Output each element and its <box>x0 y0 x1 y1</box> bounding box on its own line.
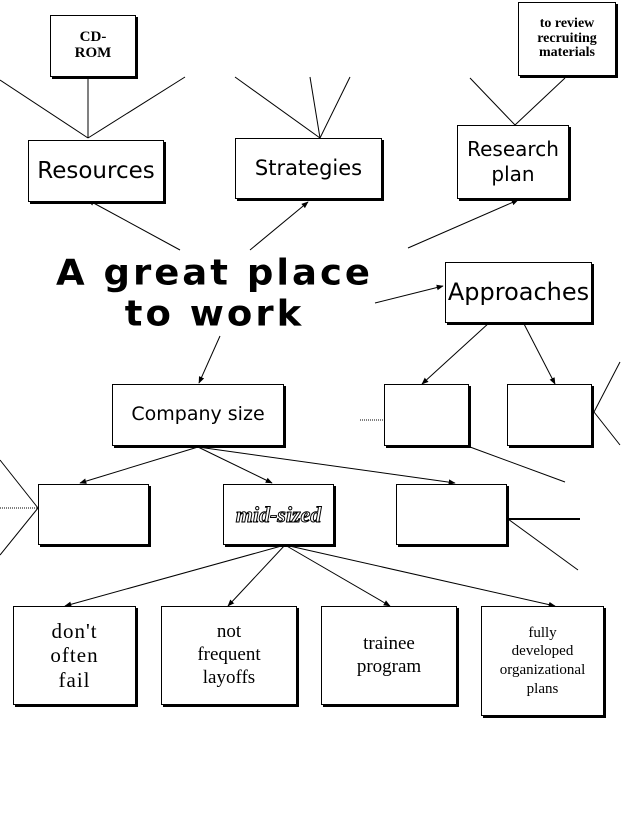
node-mid-sized[interactable]: mid-sized <box>223 484 334 545</box>
node-research-plan-label: Research plan <box>467 137 559 186</box>
arrow-center-to-resources <box>87 199 181 251</box>
arrow-approaches-to-sub1 <box>421 321 491 385</box>
node-strategies-label: Strategies <box>254 156 363 181</box>
node-approaches[interactable]: Approaches <box>445 262 592 323</box>
arrow-mid-to-fail <box>64 544 286 608</box>
node-approach-sub-1[interactable] <box>384 384 469 446</box>
branch-line <box>0 459 39 509</box>
node-to-review-label: to review recruiting materials <box>537 15 597 61</box>
branch-line <box>234 76 321 139</box>
node-fully-developed[interactable]: fully developed organizational plans <box>481 606 604 716</box>
branch-line <box>309 76 321 139</box>
arrow-mid-to-plans <box>284 544 556 608</box>
branch-line <box>87 76 186 139</box>
branch-line <box>469 77 516 126</box>
node-trainee-program[interactable]: trainee program <box>321 606 457 705</box>
node-trainee-program-label: trainee program <box>356 632 422 677</box>
node-size-right[interactable] <box>396 484 507 545</box>
node-mid-sized-label: mid-sized <box>235 501 322 527</box>
central-topic-line-1: A great place <box>55 252 374 293</box>
arrow-center-to-strategies <box>249 201 309 251</box>
node-strategies[interactable]: Strategies <box>235 138 382 199</box>
arrow-mid-to-layoffs <box>227 544 286 607</box>
arrow-size-to-mid <box>197 446 273 484</box>
node-resources[interactable]: Resources <box>28 140 164 202</box>
arrow-size-to-left <box>79 446 199 484</box>
branch-line <box>0 79 89 139</box>
node-dont-often-fail-label: don't often fail <box>50 619 99 692</box>
node-not-frequent-layoffs-label: not frequent layoffs <box>197 621 261 688</box>
node-approaches-label: Approaches <box>447 277 590 306</box>
arrow-size-to-right <box>197 446 456 485</box>
branch-line <box>319 76 351 139</box>
arrow-center-to-research <box>407 199 519 249</box>
branch-line <box>593 411 621 446</box>
arrow-approaches-to-sub2 <box>522 321 556 385</box>
node-cd-rom-label: CD- ROM <box>74 29 112 61</box>
node-fully-developed-label: fully developed organizational plans <box>499 624 586 697</box>
branch-line <box>469 446 566 483</box>
branch-line <box>0 507 39 556</box>
node-company-size-label: Company size <box>131 403 265 426</box>
node-dont-often-fail[interactable]: don't often fail <box>13 606 136 705</box>
line-review-to-research <box>514 77 566 126</box>
node-resources-label: Resources <box>37 157 155 184</box>
node-to-review[interactable]: to review recruiting materials <box>518 2 616 76</box>
node-cd-rom[interactable]: CD- ROM <box>50 15 136 77</box>
central-topic: A great place to work <box>22 252 407 334</box>
branch-line <box>507 518 579 571</box>
central-topic-line-2: to work <box>124 293 305 334</box>
arrow-center-to-company-size <box>198 335 221 384</box>
node-research-plan[interactable]: Research plan <box>457 125 569 199</box>
arrow-center-to-approaches <box>374 284 444 304</box>
arrow-mid-to-trainee <box>284 544 391 607</box>
node-company-size[interactable]: Company size <box>112 384 284 446</box>
node-size-left[interactable] <box>38 484 149 545</box>
node-not-frequent-layoffs[interactable]: not frequent layoffs <box>161 606 297 705</box>
node-approach-sub-2[interactable] <box>507 384 592 446</box>
branch-line <box>593 361 621 413</box>
